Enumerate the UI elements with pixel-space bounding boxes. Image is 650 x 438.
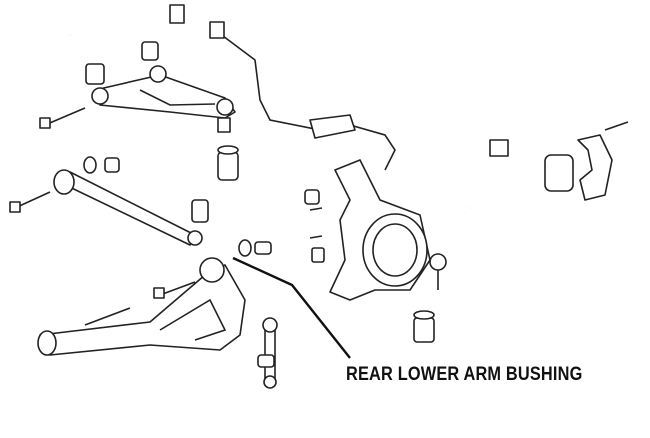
stabilizer-bushing-bracket xyxy=(544,121,629,201)
callout-leader-line xyxy=(232,256,351,359)
callout-label: REAR LOWER ARM BUSHING xyxy=(346,364,583,385)
bushings-upper xyxy=(39,41,239,181)
small-hardware xyxy=(238,189,435,343)
abs-sensor-wire xyxy=(209,21,396,171)
lateral-link xyxy=(9,156,209,246)
steering-knuckle xyxy=(329,159,447,301)
lower-control-arm xyxy=(37,257,278,389)
stabilizer-bar xyxy=(67,4,524,211)
upper-control-arm xyxy=(91,65,236,133)
